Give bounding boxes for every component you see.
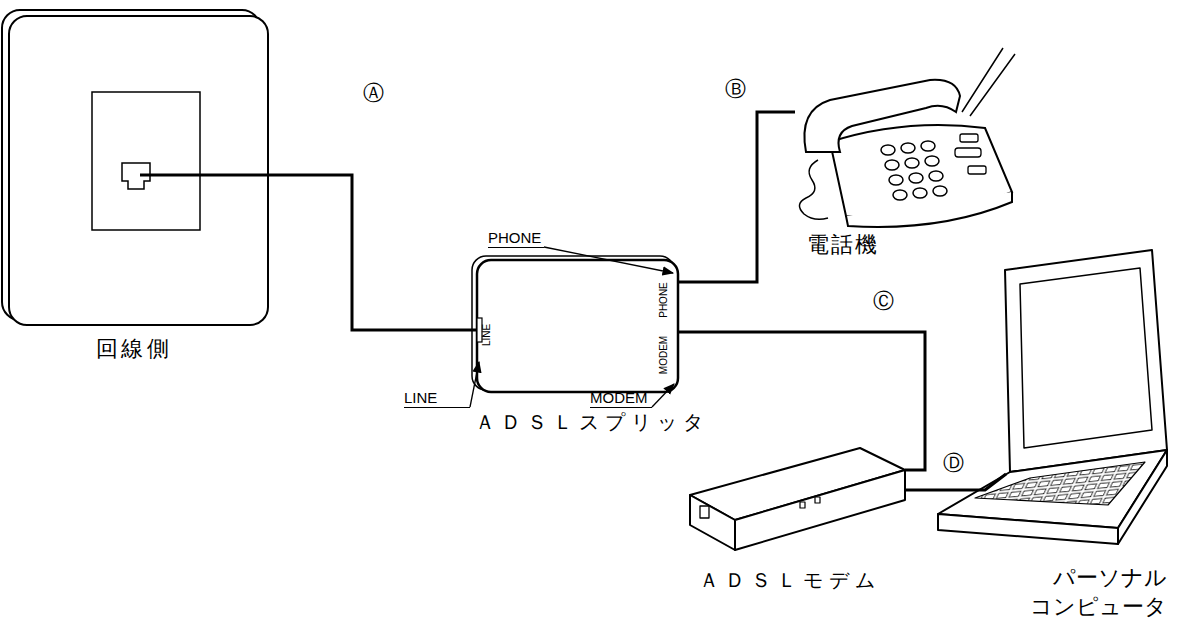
part-name: ＡＤＳＬモデム bbox=[690, 568, 890, 593]
callout-letter: Ⓓ bbox=[942, 452, 965, 475]
port-marking: LINE bbox=[482, 324, 492, 346]
part-name: ＡＤＳＬスプリッタ bbox=[462, 410, 722, 435]
part-name: 回線側 bbox=[0, 335, 268, 363]
cable bbox=[268, 175, 477, 330]
key-button bbox=[881, 145, 895, 155]
key-button bbox=[933, 186, 947, 196]
cable bbox=[905, 489, 935, 492]
key-button bbox=[909, 173, 923, 183]
part-name: 電話機 bbox=[807, 231, 880, 259]
key-button bbox=[929, 171, 943, 181]
port-callout: MODEM bbox=[590, 389, 652, 408]
part-name: パーソナル コンピュータ bbox=[1017, 564, 1167, 621]
leader-lines bbox=[470, 247, 674, 407]
callout-letter: Ⓑ bbox=[724, 78, 747, 101]
wall-outlet: 回線側 bbox=[0, 10, 268, 325]
cable bbox=[678, 112, 795, 282]
key-button bbox=[901, 143, 915, 153]
telephone: 電話機 bbox=[795, 45, 1025, 230]
laptop bbox=[935, 250, 1167, 544]
key-button bbox=[885, 160, 899, 170]
callout-letter: Ⓐ bbox=[362, 82, 385, 105]
telephone bbox=[799, 48, 1015, 227]
adsl-splitter: LINEPHONEMODEMＡＤＳＬスプリッタ bbox=[477, 260, 678, 392]
adsl-modem bbox=[690, 448, 905, 550]
port-callout: PHONE bbox=[488, 229, 544, 248]
key-button bbox=[925, 156, 939, 166]
adsl-modem: ＡＤＳＬモデム bbox=[680, 440, 905, 555]
splitter-body bbox=[472, 256, 678, 392]
personal-computer: パーソナル コンピュータ bbox=[935, 252, 1170, 562]
port-marking: MODEM bbox=[659, 336, 669, 374]
key-button bbox=[921, 141, 935, 151]
wall-outlet bbox=[2, 10, 268, 325]
port-callout: LINE bbox=[404, 389, 470, 408]
key-button bbox=[905, 158, 919, 168]
callout-letter: Ⓒ bbox=[872, 290, 895, 313]
key-button bbox=[889, 175, 903, 185]
cable bbox=[678, 332, 925, 470]
port-marking: PHONE bbox=[659, 282, 669, 318]
key-button bbox=[913, 188, 927, 198]
key-button bbox=[893, 190, 907, 200]
